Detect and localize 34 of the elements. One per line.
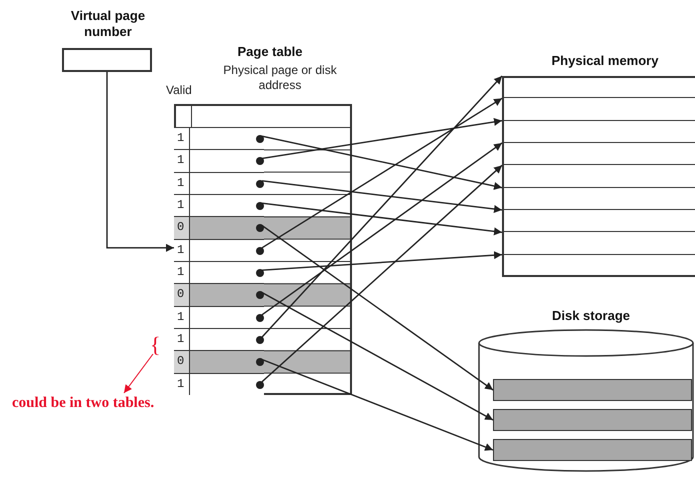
disk-block (493, 409, 692, 431)
arrow (262, 292, 494, 421)
heading: Physical memory (550, 53, 660, 69)
arrow (262, 224, 494, 391)
arrow (262, 135, 502, 190)
column-heading: Valid (166, 83, 192, 98)
valid-bit: 0 (174, 284, 190, 306)
table-row (174, 216, 264, 239)
table-row (174, 306, 264, 328)
arrow (262, 118, 502, 160)
heading: Virtual page number (70, 8, 146, 40)
arrow (262, 180, 502, 213)
arrow (262, 251, 502, 271)
valid-bit: 0 (174, 217, 190, 239)
disk-block (493, 439, 692, 461)
heading: Disk storage (550, 308, 632, 324)
column-heading: Physical page or disk address (222, 63, 338, 93)
arrow (261, 76, 503, 338)
arrow (262, 164, 502, 382)
table-row (174, 238, 264, 261)
table-row (174, 350, 264, 373)
arrow (262, 98, 502, 248)
annotation: could be in two tables. (12, 393, 212, 413)
arrow (262, 202, 502, 236)
arrow (106, 72, 174, 252)
heading: Page table (236, 44, 304, 60)
table-row (174, 328, 264, 350)
brace: { (150, 332, 164, 360)
disk-block (493, 379, 692, 401)
arrow (262, 142, 502, 316)
table-row (174, 283, 264, 306)
valid-bit: 0 (174, 351, 190, 373)
leader-arrow (124, 354, 154, 394)
arrow (262, 358, 494, 451)
